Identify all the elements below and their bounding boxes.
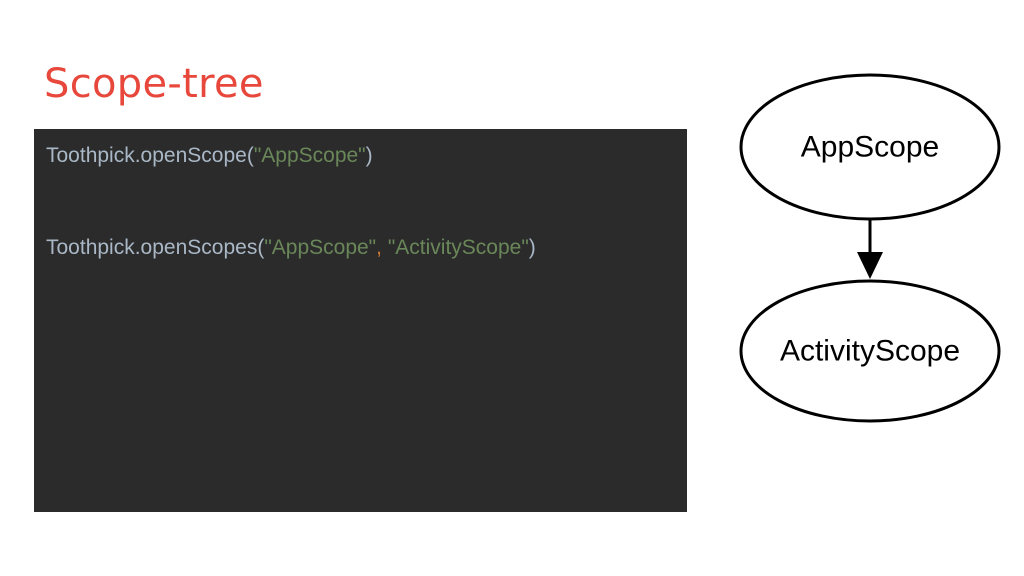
code-line-open-scopes: Toothpick.openScopes("AppScope", "Activi… bbox=[46, 235, 536, 261]
scope-node-activity: ActivityScope bbox=[739, 279, 1001, 423]
code-string: "ActivityScope" bbox=[387, 236, 529, 259]
code-panel: Toothpick.openScope("AppScope") Toothpic… bbox=[34, 129, 687, 512]
scope-node-label: AppScope bbox=[801, 131, 939, 164]
code-line-open-scope: Toothpick.openScope("AppScope") bbox=[46, 143, 373, 169]
scope-tree-svg: AppScope ActivityScope bbox=[739, 73, 1001, 423]
code-separator: , bbox=[376, 236, 388, 259]
slide-title: Scope-tree bbox=[44, 61, 264, 107]
code-call: Toothpick.openScope( bbox=[46, 144, 254, 167]
scope-node-app: AppScope bbox=[739, 73, 1001, 221]
code-paren: ) bbox=[365, 144, 373, 167]
scope-edge bbox=[857, 219, 883, 279]
code-paren: ) bbox=[528, 236, 536, 259]
code-string: "AppScope" bbox=[253, 144, 366, 167]
code-call: Toothpick.openScopes( bbox=[46, 236, 265, 259]
scope-tree-diagram: AppScope ActivityScope bbox=[728, 72, 1018, 432]
code-string: "AppScope" bbox=[264, 236, 377, 259]
scope-node-label: ActivityScope bbox=[780, 335, 960, 368]
